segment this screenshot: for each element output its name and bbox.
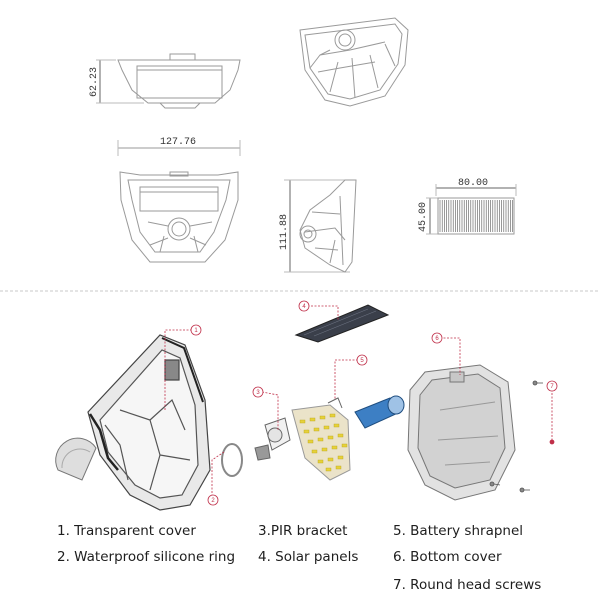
dimension-height-side: 111.88 (279, 214, 290, 250)
callout-7: 7 (546, 380, 558, 392)
round-head-screws (489, 380, 555, 493)
callout-1: 1 (190, 324, 202, 336)
dimension-height-top: 62.23 (89, 67, 100, 97)
callout-3: 3 (252, 386, 264, 398)
legend-item-1: 1. Transparent cover (57, 523, 196, 539)
top-view-drawing (96, 53, 241, 109)
svg-text:1: 1 (194, 328, 198, 334)
svg-text:6: 6 (435, 336, 439, 342)
front-view-drawing (117, 140, 241, 263)
exploded-view-section: 1 2 3 4 5 6 7 (55, 300, 558, 511)
dimension-width-top: 127.76 (160, 137, 196, 148)
legend-item-5: 5. Battery shrapnel (393, 523, 524, 539)
dimension-panel-width: 80.00 (458, 178, 488, 189)
callout-5: 5 (356, 354, 368, 366)
callout-6: 6 (431, 332, 443, 344)
callout-2: 2 (207, 494, 219, 506)
svg-text:7: 7 (550, 384, 554, 390)
legend-item-7: 7. Round head screws (393, 577, 542, 593)
svg-text:4: 4 (302, 304, 306, 310)
solar-panel-cells (439, 200, 513, 232)
solar-panel-part (294, 304, 390, 343)
callout-4: 4 (298, 300, 310, 312)
lens-dome (55, 437, 97, 481)
silicone-ring (221, 443, 243, 477)
svg-text:5: 5 (360, 358, 364, 364)
svg-text:2: 2 (211, 498, 215, 504)
svg-text:3: 3 (256, 390, 260, 396)
legend-item-6: 6. Bottom cover (393, 549, 502, 565)
led-board (291, 397, 351, 481)
legend-item-2: 2. Waterproof silicone ring (57, 549, 236, 565)
legend-item-4: 4. Solar panels (258, 549, 359, 565)
perspective-view-drawing (299, 17, 409, 107)
transparent-cover (87, 334, 211, 511)
legend-item-3: 3.PIR bracket (258, 523, 348, 539)
battery (354, 395, 405, 429)
technical-drawing-section: 62.23 127.76 (89, 17, 517, 273)
pir-bracket (254, 417, 291, 461)
side-view-drawing (284, 179, 357, 273)
callout-leaders (164, 305, 553, 500)
dimension-panel-height: 45.00 (418, 202, 429, 232)
solar-panel-drawing (426, 184, 517, 235)
bottom-cover (407, 364, 516, 501)
